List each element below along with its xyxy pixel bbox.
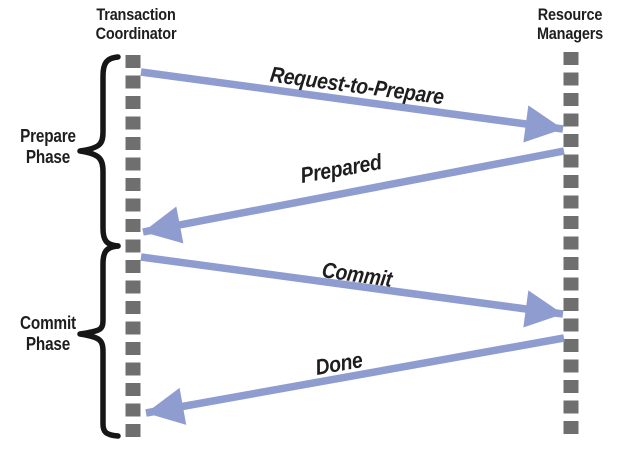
actor-label-resource-managers: Resource Managers xyxy=(536,5,604,44)
arrow-prepared xyxy=(142,147,565,244)
arrow-request-to-prepare xyxy=(140,68,564,143)
arrow-done xyxy=(145,334,565,425)
arrow-commit xyxy=(140,253,564,328)
phase-label-prepare: Prepare Phase xyxy=(20,126,76,167)
actor-label-transaction-coordinator: Transaction Coordinator xyxy=(95,5,177,44)
brace-prepare-phase xyxy=(77,54,121,249)
phase-label-commit: Commit Phase xyxy=(20,313,76,354)
brace-commit-phase xyxy=(77,243,121,439)
